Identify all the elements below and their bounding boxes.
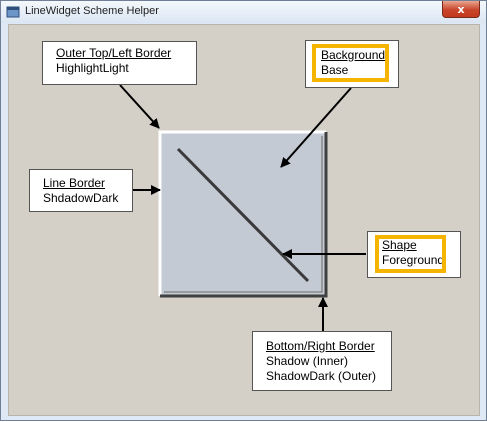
label-outer-border: Outer Top/Left Border HighlightLight [42,41,197,85]
inner-bottom-right-border [164,136,323,293]
label-bottom-border: Bottom/Right Border Shadow (Inner) Shado… [252,331,392,391]
bottom-right-border [160,132,328,298]
close-button[interactable]: x [442,1,480,18]
label-shape-value: Foreground [382,253,445,267]
label-bottom-border-title: Bottom/Right Border [266,339,375,353]
highlight-background [312,44,389,82]
label-line-border: Line Border ShdadowDark [29,169,133,212]
label-bottom-border-line-1: Shadow (Inner) [266,354,349,368]
shape-line [176,147,310,283]
title-bar[interactable]: LineWidget Scheme Helper [1,1,486,23]
label-outer-border-title: Outer Top/Left Border [56,46,172,60]
outer-top-left-border [158,130,326,296]
window-title: LineWidget Scheme Helper [25,5,159,17]
label-bottom-border-line-2: ShadowDark (Outer) [266,369,377,383]
arrow-outer-border [119,84,160,129]
label-background-value: Base [321,63,349,77]
arrow-background [280,87,352,168]
label-background-title: Background [321,48,386,62]
label-line-border-value: ShdadowDark [43,191,119,205]
label-line-border-title: Line Border [43,176,106,190]
app-icon [6,6,20,18]
label-outer-border-value: HighlightLight [56,61,129,75]
highlight-shape [375,235,446,273]
label-shape-title: Shape [382,238,417,252]
close-icon: x [457,2,465,16]
